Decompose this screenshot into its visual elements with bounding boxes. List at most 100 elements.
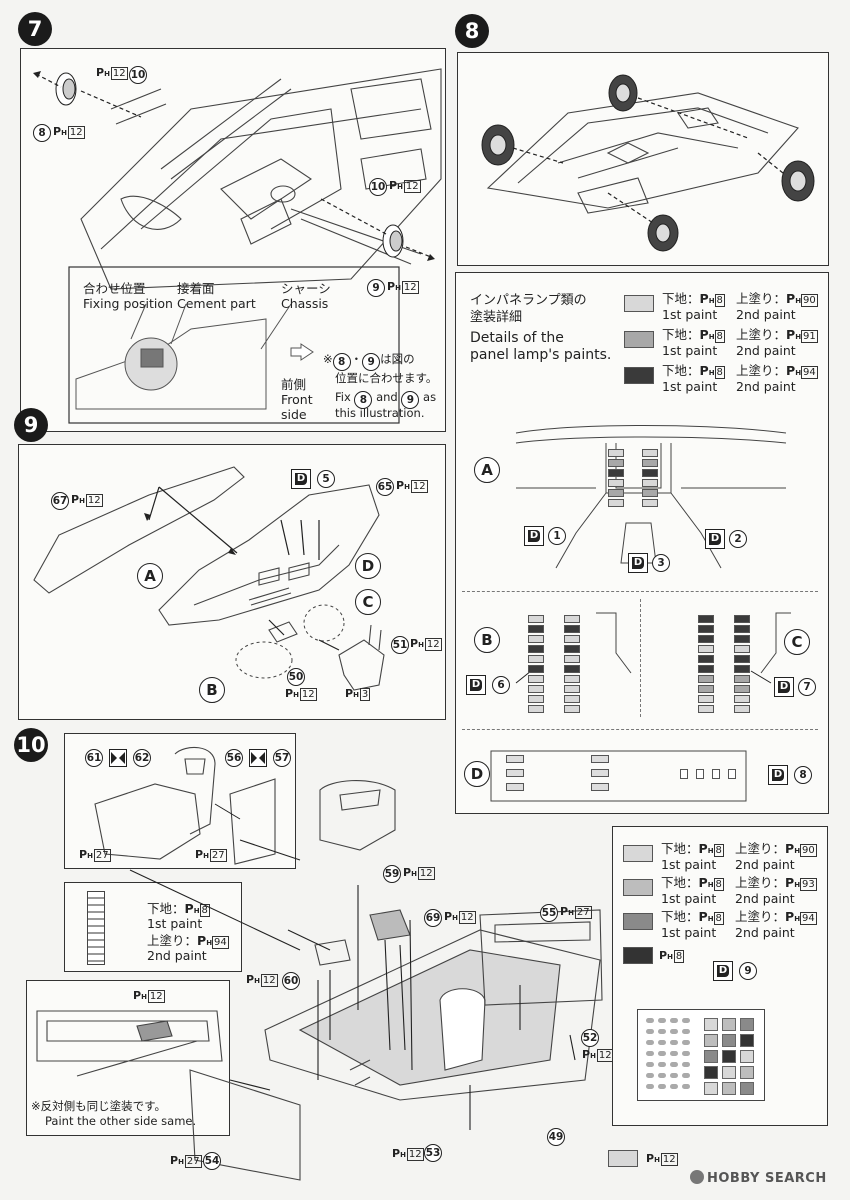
part-number: 69 <box>424 909 442 927</box>
ph-letter: P <box>785 875 795 890</box>
second-paint-label: 2nd paint <box>736 379 796 394</box>
decal-dot <box>670 1029 678 1034</box>
step-10-badge: 10 <box>14 728 48 762</box>
ph-code: 94 <box>212 936 229 949</box>
lamp-b <box>564 695 580 703</box>
decal-dot <box>646 1029 654 1034</box>
base-label: 下地： <box>147 901 185 916</box>
ph-code: 8 <box>713 878 724 891</box>
top-label: 上塗り： <box>735 841 786 856</box>
decal-dot <box>682 1062 690 1067</box>
decal-square <box>704 1018 718 1031</box>
ph-code: 12 <box>458 911 476 924</box>
decal-dot <box>682 1084 690 1089</box>
top-label: 上塗り： <box>147 933 198 948</box>
lamp-b <box>564 635 580 643</box>
ph-letter: P <box>646 1152 655 1165</box>
lamp-d-small <box>680 769 688 779</box>
ph-letter: P <box>444 910 453 923</box>
ph-code: 90 <box>800 844 817 857</box>
part-number: 57 <box>273 749 291 767</box>
lamp-c <box>734 625 750 633</box>
part-number: 10 <box>129 66 147 84</box>
paint-swatch <box>623 913 653 930</box>
front-en-2: side <box>281 407 307 422</box>
ph-code: 12 <box>660 1153 678 1166</box>
ph-code: 27 <box>574 906 592 919</box>
lamp-b <box>564 655 580 663</box>
ph-code: 8 <box>713 912 724 925</box>
step-number: 10 <box>16 733 46 757</box>
decal-square <box>740 1082 754 1095</box>
lamp-d <box>506 783 524 791</box>
part-number: 60 <box>282 972 300 990</box>
decal-number: 9 <box>739 962 757 980</box>
decal-square <box>740 1034 754 1047</box>
part-number: 53 <box>424 1144 442 1162</box>
lamp-c <box>734 645 750 653</box>
paint-swatch <box>624 367 654 384</box>
ph-sub: H <box>293 691 299 699</box>
divider <box>462 591 818 592</box>
part-number: 52 <box>581 1029 599 1047</box>
step-9-badge: 9 <box>14 408 48 442</box>
decal-dot <box>670 1040 678 1045</box>
ph-code: 8 <box>714 366 725 379</box>
chassis-en: Chassis <box>281 296 329 311</box>
ph-sub: H <box>795 369 802 377</box>
decal-icon: D <box>524 526 544 546</box>
ph-letter: P <box>197 933 207 948</box>
decal-number: 8 <box>794 766 812 784</box>
decal-dot <box>682 1029 690 1034</box>
lamp-b <box>528 665 544 673</box>
decal-dot <box>646 1062 654 1067</box>
view-label-d: D <box>464 761 490 787</box>
decal-dot <box>658 1073 666 1078</box>
ph-code: 12 <box>424 638 442 651</box>
base-label: 下地： <box>661 841 699 856</box>
part-number: 56 <box>225 749 243 767</box>
ph-sub: H <box>411 870 417 878</box>
decal-square <box>722 1066 736 1079</box>
decal-number: 3 <box>652 554 670 572</box>
note-part: 8 <box>354 391 373 409</box>
lamp-a <box>608 489 624 497</box>
decal-square <box>722 1034 736 1047</box>
ph-letter: P <box>345 687 354 700</box>
decal-square <box>740 1050 754 1063</box>
ph-letter: P <box>698 875 708 890</box>
lamp-b <box>564 645 580 653</box>
step-7-badge: 7 <box>18 12 52 46</box>
decal-square <box>722 1018 736 1031</box>
lamp-c <box>698 645 714 653</box>
panel-title-jp-2: 塗装詳細 <box>470 310 523 325</box>
ph-sub: H <box>353 691 359 699</box>
lamp-c <box>698 665 714 673</box>
first-paint-label: 1st paint <box>662 307 718 322</box>
decal-sheet <box>637 1009 765 1101</box>
ph-code: 12 <box>147 990 165 1003</box>
top-label: 上塗り： <box>736 291 787 306</box>
decal-icon: D <box>291 469 311 489</box>
pair-icon <box>109 749 127 767</box>
front-en: Front <box>281 392 313 407</box>
decal-dot <box>658 1062 666 1067</box>
panel-title-en-1: Details of the <box>470 330 564 346</box>
part-number: 54 <box>203 1152 221 1170</box>
ph-letter: P <box>560 905 569 918</box>
lamp-c <box>734 695 750 703</box>
decal-dot <box>646 1018 654 1023</box>
decal-dot <box>670 1084 678 1089</box>
part-number: 5 <box>317 470 335 488</box>
ph-letter: P <box>246 973 255 986</box>
ph-sub: H <box>452 914 458 922</box>
decal-number: 6 <box>492 676 510 694</box>
